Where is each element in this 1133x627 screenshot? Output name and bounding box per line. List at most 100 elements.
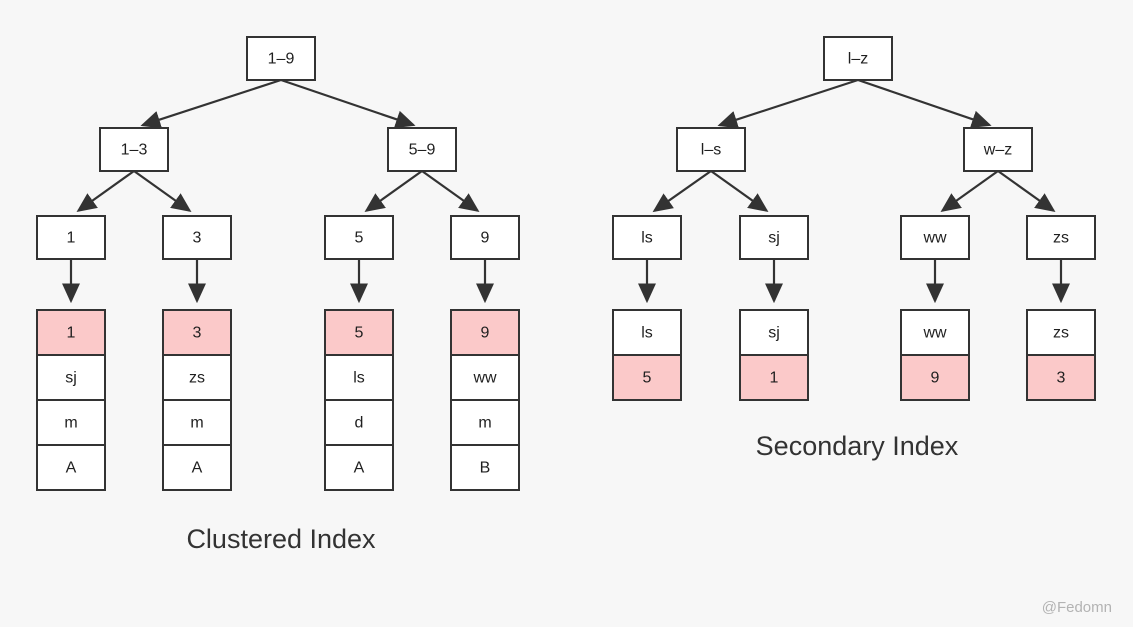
edge-arrow	[280, 78, 416, 128]
leaf-key-node[interactable]: 9	[450, 215, 520, 260]
record-stack: zs 3	[1026, 309, 1096, 401]
record-cell-label: ls	[641, 325, 653, 342]
internal-node-rect	[963, 127, 1033, 172]
record-cell-label: 5	[643, 370, 652, 387]
internal-node-label: 5–9	[409, 142, 436, 159]
internal-node[interactable]: w–z	[963, 127, 1033, 172]
leaf-key-node[interactable]: 1	[36, 215, 106, 260]
root-node[interactable]: l–z	[823, 36, 893, 81]
record-cell-label: sj	[768, 325, 780, 342]
record-cell[interactable]: sj	[36, 354, 106, 401]
record-cell[interactable]: ww	[900, 309, 970, 356]
record-cell[interactable]: A	[324, 444, 394, 491]
record-cell[interactable]: ls	[612, 309, 682, 356]
internal-node-rect	[387, 127, 457, 172]
leaf-key-node-label: sj	[768, 230, 780, 247]
record-cell[interactable]: ls	[324, 354, 394, 401]
record-cell-rect	[162, 444, 232, 491]
record-cell[interactable]: 9	[900, 354, 970, 401]
leaf-key-node[interactable]: sj	[739, 215, 809, 260]
leaf-key-node-rect	[612, 215, 682, 260]
record-cell-label: zs	[1053, 325, 1069, 342]
record-cell-label: 5	[355, 325, 364, 342]
edge-arrow	[717, 78, 859, 129]
edge-arrow	[857, 78, 992, 128]
record-cell-rect	[162, 309, 232, 356]
record-cell-label: 3	[1057, 370, 1066, 387]
leaf-key-node-rect	[739, 215, 809, 260]
record-cell[interactable]: zs	[162, 354, 232, 401]
record-cell-rect	[324, 444, 394, 491]
edge-arrow	[940, 170, 999, 213]
leaf-key-node-label: ww	[922, 230, 947, 247]
record-cell-label: ls	[353, 370, 365, 387]
record-cell[interactable]: 9	[450, 309, 520, 356]
record-cell-label: A	[192, 460, 203, 477]
leaf-key-node-label: zs	[1053, 230, 1069, 247]
tree-title: Secondary Index	[756, 431, 959, 461]
root-node[interactable]: 1–9	[246, 36, 316, 81]
record-cell-rect	[450, 309, 520, 356]
internal-node-label: 1–3	[121, 142, 148, 159]
record-cell[interactable]: 5	[612, 354, 682, 401]
record-stack: sj 1	[739, 309, 809, 401]
record-cell[interactable]: 3	[1026, 354, 1096, 401]
leaf-key-node-rect	[162, 215, 232, 260]
record-cell-label: 9	[481, 325, 490, 342]
edge-arrow	[652, 170, 712, 213]
record-cell-label: zs	[189, 370, 205, 387]
record-cell[interactable]: d	[324, 399, 394, 446]
record-stack: 5 ls dA	[324, 309, 394, 491]
internal-node[interactable]: 1–3	[99, 127, 169, 172]
record-cell-label: m	[64, 415, 77, 432]
leaf-key-node-label: 3	[193, 230, 202, 247]
record-cell[interactable]: ww	[450, 354, 520, 401]
leaf-key-node-rect	[1026, 215, 1096, 260]
record-cell-label: A	[354, 460, 365, 477]
record-cell[interactable]: m	[36, 399, 106, 446]
leaf-key-node-label: 9	[481, 230, 490, 247]
leaf-key-node-label: ls	[641, 230, 653, 247]
record-cell[interactable]: A	[36, 444, 106, 491]
record-cell-label: d	[355, 415, 364, 432]
internal-node[interactable]: l–s	[676, 127, 746, 172]
leaf-key-node[interactable]: zs	[1026, 215, 1096, 260]
record-cell[interactable]: zs	[1026, 309, 1096, 356]
record-cell-rect	[36, 354, 106, 401]
record-cell[interactable]: 5	[324, 309, 394, 356]
record-cell-rect	[324, 354, 394, 401]
watermark-label: @Fedomn	[1042, 599, 1112, 616]
record-cell-label: 1	[770, 370, 779, 387]
record-stack: 3 zs mA	[162, 309, 232, 491]
record-cell[interactable]: 3	[162, 309, 232, 356]
leaf-key-node-rect	[450, 215, 520, 260]
record-cell[interactable]: m	[450, 399, 520, 446]
internal-node-rect	[676, 127, 746, 172]
record-cell[interactable]: A	[162, 444, 232, 491]
record-stack: 9 ww mB	[450, 309, 520, 491]
record-cell[interactable]: sj	[739, 309, 809, 356]
record-cell[interactable]: B	[450, 444, 520, 491]
leaf-key-node[interactable]: ww	[900, 215, 970, 260]
record-cell-label: 3	[193, 325, 202, 342]
record-cell-rect	[162, 399, 232, 446]
record-cell-rect	[450, 399, 520, 446]
root-node-rect	[823, 36, 893, 81]
internal-node[interactable]: 5–9	[387, 127, 457, 172]
record-cell[interactable]: 1	[739, 354, 809, 401]
record-cell-label: sj	[65, 370, 77, 387]
record-cell-rect	[900, 354, 970, 401]
record-cell-label: A	[66, 460, 77, 477]
internal-node-rect	[99, 127, 169, 172]
record-cell-rect	[1026, 354, 1096, 401]
leaf-key-node[interactable]: 3	[162, 215, 232, 260]
record-cell[interactable]: 1	[36, 309, 106, 356]
record-stack: 1 sj mA	[36, 309, 106, 491]
leaf-key-node[interactable]: 5	[324, 215, 394, 260]
record-cell[interactable]: m	[162, 399, 232, 446]
record-cell-label: ww	[472, 370, 497, 387]
leaf-key-node[interactable]: ls	[612, 215, 682, 260]
record-cell-label: B	[480, 460, 491, 477]
